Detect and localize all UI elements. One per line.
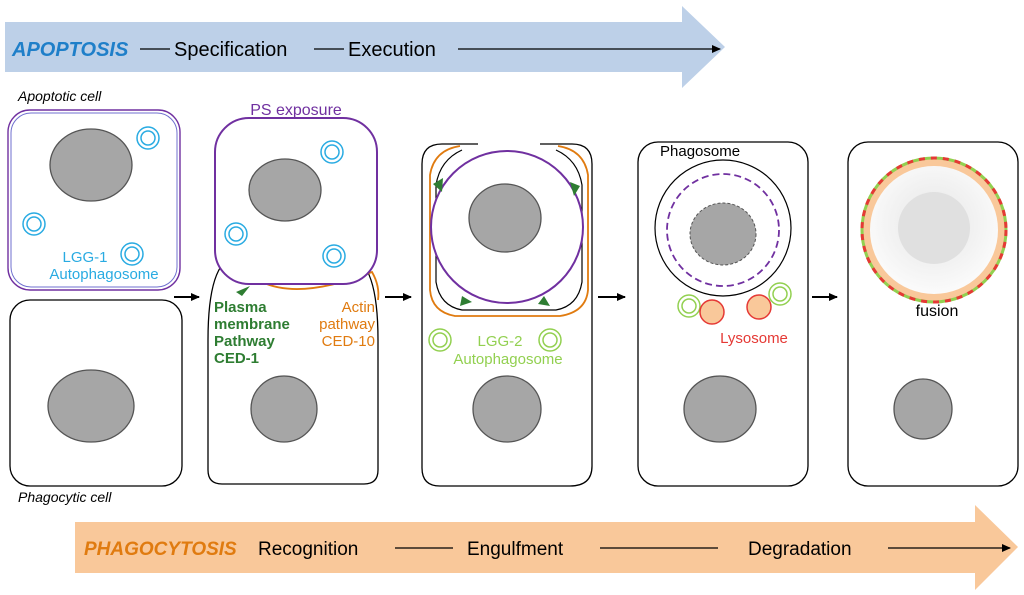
apoptosis-banner-arrow: [5, 6, 725, 88]
panel-3-engulfment: LGG-2 Autophagosome: [421, 143, 593, 487]
actin-pseudopod-outline: [429, 145, 589, 317]
apoptotic-cell-label: Apoptotic cell: [17, 88, 102, 104]
ps-exposure-label: PS exposure: [250, 102, 342, 119]
lgg2-autophagosome-1: [428, 328, 452, 352]
panel-5-degradation: fusion: [847, 141, 1019, 487]
lgg1-autophagosome-5: [224, 222, 248, 246]
lgg2-autophagosome-label: Autophagosome: [453, 351, 562, 368]
apoptosis-stage-execution: Execution: [348, 39, 436, 61]
panel-1-recognition-start: LGG-1 Autophagosome: [7, 109, 183, 487]
phagocytosis-stage-degradation: Degradation: [748, 539, 852, 560]
ced1-pathway-line-1: Plasma: [214, 299, 267, 316]
lgg1-autophagosome-2: [22, 212, 46, 236]
apoptotic-cell-2-nucleus: [248, 158, 322, 222]
degraded-nucleus-remnant: [898, 192, 970, 264]
engulfed-cell-nucleus: [468, 183, 542, 253]
phagolysosome-membrane-red: [860, 156, 1008, 304]
ced1-pathway-line-4: CED-1: [214, 350, 259, 367]
lysosome-1: [699, 299, 725, 325]
lgg2-autophagosome-3: [677, 294, 701, 318]
lgg1-autophagosome-3: [120, 242, 144, 266]
lgg1-autophagosome-1: [136, 126, 160, 150]
ced10-pathway-line-1: Actin: [342, 299, 375, 316]
apoptotic-cell-nucleus: [49, 128, 133, 202]
ced1-pathway-line-3: Pathway: [214, 333, 276, 350]
phagocytosis-banner: PHAGOCYTOSIS Recognition Engulfment Degr…: [75, 505, 1018, 590]
ced1-marker-2: [570, 182, 580, 196]
phagocytic-cell-label: Phagocytic cell: [18, 489, 112, 505]
lysosome-2: [746, 294, 772, 320]
lgg1-label: LGG-1: [62, 249, 107, 266]
apoptosis-banner: APOPTOSIS Specification Execution: [5, 6, 725, 88]
lgg1-autophagosome-6: [322, 244, 346, 268]
ced1-marker-1: [433, 178, 443, 192]
degrading-cell-membrane: [666, 173, 780, 287]
apoptotic-cell-inner-membrane: [10, 112, 178, 288]
ced1-pathway-line-2: membrane: [214, 316, 290, 333]
phagocytosis-stage-engulfment: Engulfment: [467, 539, 564, 560]
phagocytosis-banner-arrow: [75, 505, 1018, 590]
phagocytic-cell-4-nucleus: [683, 375, 757, 443]
ced10-pathway-line-2: pathway: [319, 316, 375, 333]
phagocytic-cell-1-nucleus: [47, 369, 135, 443]
phagosome-label: Phagosome: [660, 143, 740, 160]
ced1-marker-4: [538, 296, 550, 306]
ced1-marker-3: [460, 296, 472, 306]
apoptosis-title: APOPTOSIS: [11, 39, 129, 61]
ced1-receptor-marker: [236, 286, 250, 296]
degrading-nucleus: [689, 202, 757, 266]
phagocytic-cell-5-nucleus: [893, 378, 953, 440]
lgg2-autophagosome-4: [768, 282, 792, 306]
lgg2-autophagosome-2: [538, 328, 562, 352]
phagocytic-cell-2-nucleus: [250, 375, 318, 443]
fusion-label: fusion: [916, 303, 959, 320]
apoptosis-stage-specification: Specification: [174, 39, 287, 61]
lgg1-autophagosome-4: [320, 140, 344, 164]
lgg2-label: LGG-2: [477, 333, 522, 350]
panel-4-phagosome-maturation: Phagosome Lysosome: [637, 141, 809, 487]
ced10-pathway-line-3: CED-10: [322, 333, 375, 350]
pseudopod-membrane: [435, 149, 583, 311]
phagocytic-cell-2: [207, 255, 379, 485]
phagocytic-cell-3-nucleus: [472, 375, 542, 443]
phagocytosis-title: PHAGOCYTOSIS: [84, 539, 237, 560]
phagocytosis-stage-recognition: Recognition: [258, 539, 358, 560]
panel-2-recognition: PS exposure Plasma membrane Pathway CED-…: [207, 102, 380, 485]
lgg1-autophagosome-label: Autophagosome: [49, 266, 158, 283]
lysosome-label: Lysosome: [720, 330, 788, 347]
